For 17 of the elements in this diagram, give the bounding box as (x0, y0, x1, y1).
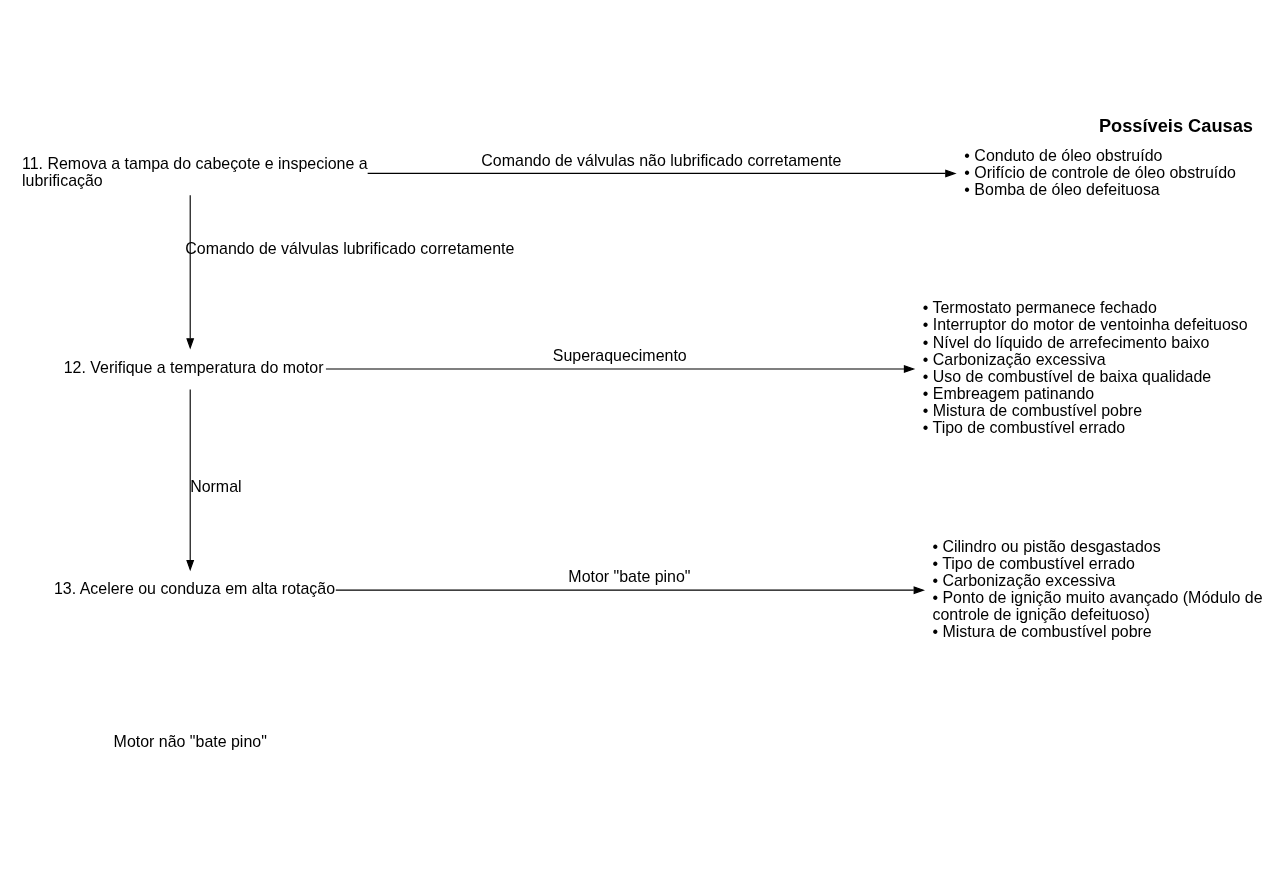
arrow (186, 194, 195, 350)
node-text: • Termostato permanece fechado • Interruptor do motor de ventoinha defeituoso • Nível do líquido de arrefecimento baixo • Carbonização excessiva • Uso de combustível de baixa qualidade • Embreagem patinando • Mistura de combustível pobre • Tipo de combustível errado (922, 298, 1248, 436)
arrow (186, 388, 195, 571)
edge-label: Comando de válvulas não lubrificado corretamente (481, 151, 842, 169)
edge-label: Superaquecimento (552, 346, 687, 364)
edge-label: Motor "bate pino" (568, 567, 691, 585)
diagram-title: Possíveis Causas (1098, 114, 1253, 136)
arrow (335, 585, 925, 594)
label: Motor não "bate pino" (113, 732, 267, 750)
arrow (367, 168, 957, 177)
node-text: 11. Remova a tampa do cabeçote e inspecione a lubrificação (22, 154, 368, 189)
arrow (325, 364, 916, 373)
node-text: • Conduto de óleo obstruído • Orifício de controle de óleo obstruído • Bomba de óleo defeituosa (964, 146, 1236, 198)
node-text: • Cilindro ou pistão desgastados • Tipo de combustível errado • Carbonização excessiva • Ponto de ignição muito avançado (Módulo de controle de ignição defeituoso) • Mistura de combustível pobre (932, 537, 1263, 640)
node-text: 13. Acelere ou conduza em alta rotação (53, 579, 336, 597)
edge-label: Normal (190, 477, 242, 495)
node-text: 12. Verifique a temperatura do motor (63, 358, 324, 376)
